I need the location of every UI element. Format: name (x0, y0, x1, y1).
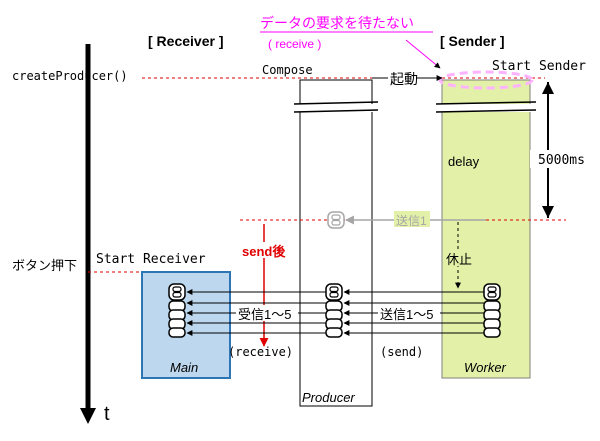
send1-label-bg (394, 211, 430, 227)
sender-header: [ Sender ] (440, 33, 505, 49)
send-after-label: send後 (242, 244, 286, 259)
rest-label-bg (444, 250, 472, 266)
start-sender-label: Start Sender (492, 59, 586, 74)
receive-call-label: (receive) (228, 345, 293, 359)
start-receiver-label: Start Receiver (96, 252, 206, 267)
worker-break-line-bottom (435, 109, 537, 113)
create-producer-label: createProducer() (12, 69, 128, 83)
kidou-label: 起動 (390, 71, 418, 87)
send-range-label: 送信1～5 (380, 307, 433, 322)
producer-coil-stack-icon (326, 284, 342, 337)
producer-break-gap (294, 104, 378, 112)
annotation-pointer (405, 39, 441, 69)
worker-coil-stack-icon (484, 284, 500, 337)
kidou-label-bg (388, 70, 416, 86)
main-box (141, 271, 231, 379)
recv-range-label-bg (236, 305, 298, 321)
delay-label: delay (448, 154, 480, 169)
producer-break-line-bottom (293, 109, 379, 113)
rest-label: 休止 (446, 252, 472, 267)
producer-box-label: Producer (302, 390, 355, 405)
worker-break-line-top (435, 101, 537, 105)
receiver-header: [ Receiver ] (148, 33, 223, 49)
duration-arrow-top (542, 82, 554, 94)
send-after-label-bg (240, 242, 288, 258)
button-press-label: ボタン押下 (12, 258, 77, 273)
duration-label: 5000ms (538, 153, 585, 168)
producer-break-line-top (293, 101, 379, 105)
main-box-label: Main (170, 360, 198, 375)
compose-label: Compose (262, 63, 313, 77)
send-range-label-bg (378, 305, 440, 321)
worker-break-gap (436, 104, 536, 112)
annotation-sub: ( receive ) (268, 37, 321, 51)
send1-gray-coil-icon (327, 211, 345, 229)
main-coil-stack-icon (169, 284, 185, 337)
send-call-label: (send) (380, 345, 423, 359)
producer-lifeline (299, 79, 373, 407)
send1-label: 送信1 (396, 213, 427, 228)
time-axis-label: t (104, 403, 110, 425)
duration-arrow-bottom (542, 206, 554, 218)
worker-box-label: Worker (464, 360, 507, 375)
annotation-main: データの要求を待たない (260, 15, 414, 31)
recv-range-label: 受信1～5 (238, 307, 291, 322)
time-axis-arrowhead (80, 408, 96, 424)
duration-label-bg (530, 150, 596, 168)
